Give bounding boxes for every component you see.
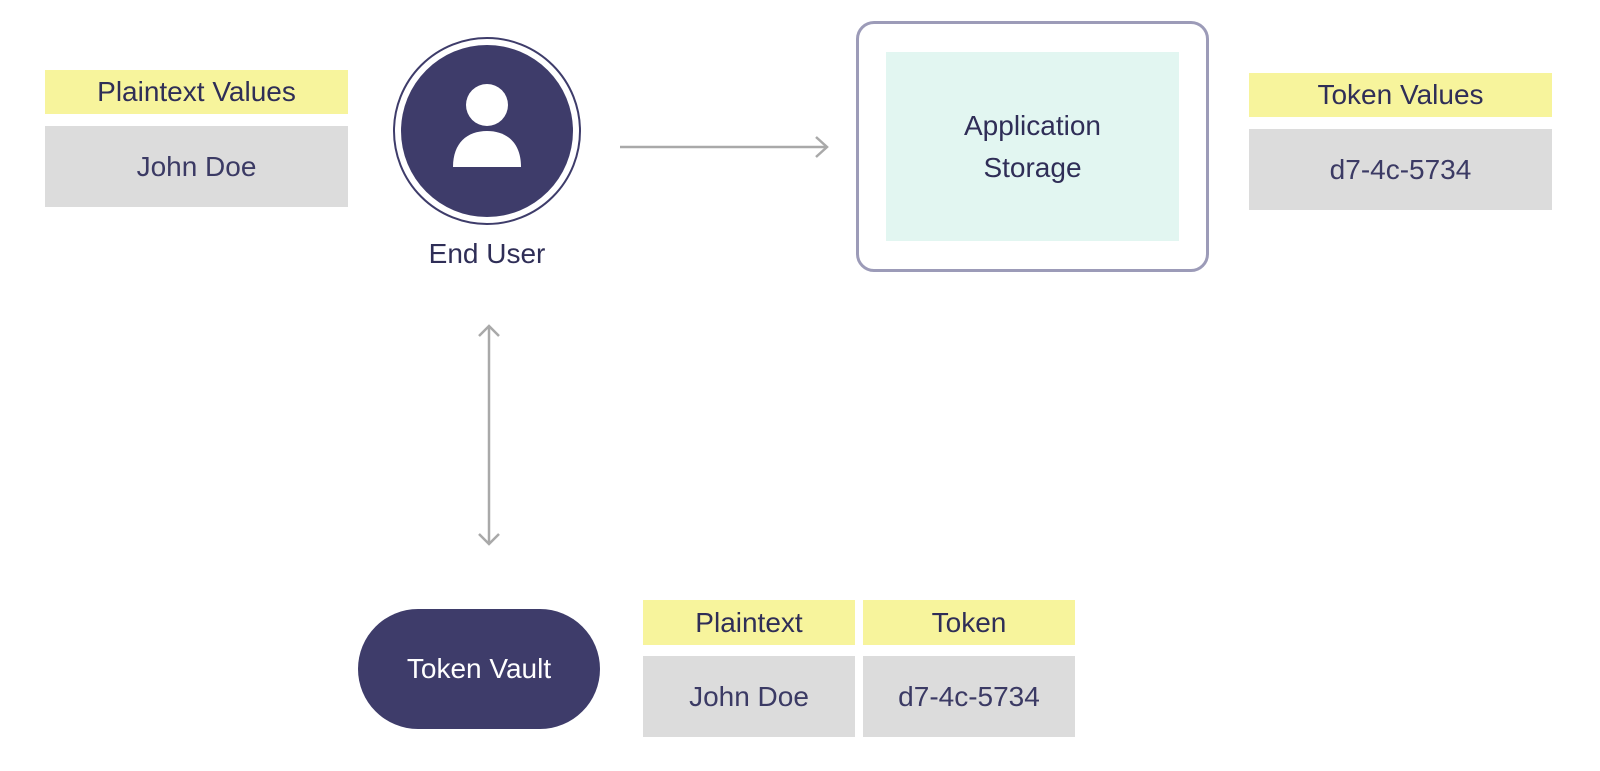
vault-table-header-token: Token [863,600,1075,645]
token-values-header: Token Values [1249,73,1552,117]
application-storage-label-line1: Application [964,109,1101,141]
bidirectional-arrow-icon [478,324,500,546]
application-storage: Application Storage [886,52,1179,241]
vault-table-cell-token: d7-4c-5734 [863,656,1075,737]
token-value-cell: d7-4c-5734 [1249,129,1552,210]
vault-table-header-plaintext: Plaintext [643,600,855,645]
person-icon [453,84,521,167]
end-user-label: End User [428,238,546,269]
plaintext-value-cell: John Doe [45,126,348,207]
application-storage-label-line2: Storage [983,151,1082,183]
vault-table-cell-plaintext: John Doe [643,656,855,737]
arrow-right-icon [620,136,829,158]
plaintext-values-header: Plaintext Values [45,70,348,114]
token-vault: Token Vault [358,609,600,729]
